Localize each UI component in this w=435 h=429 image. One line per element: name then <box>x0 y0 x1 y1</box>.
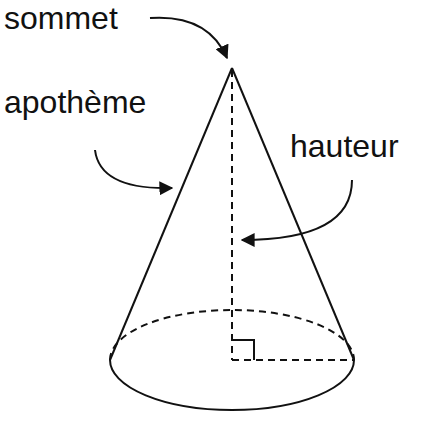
height-line <box>231 70 233 360</box>
callout-arrow <box>95 150 172 188</box>
height-label: hauteur <box>290 130 399 162</box>
right-angle-mark <box>232 340 254 360</box>
radius-line <box>232 359 354 361</box>
callout-arrow <box>242 180 352 240</box>
base-front-edge <box>110 360 354 410</box>
callout-arrow <box>150 18 227 58</box>
vertex-label: sommet <box>4 2 118 34</box>
slant-height-label: apothème <box>4 86 146 118</box>
slant-side <box>232 68 354 360</box>
